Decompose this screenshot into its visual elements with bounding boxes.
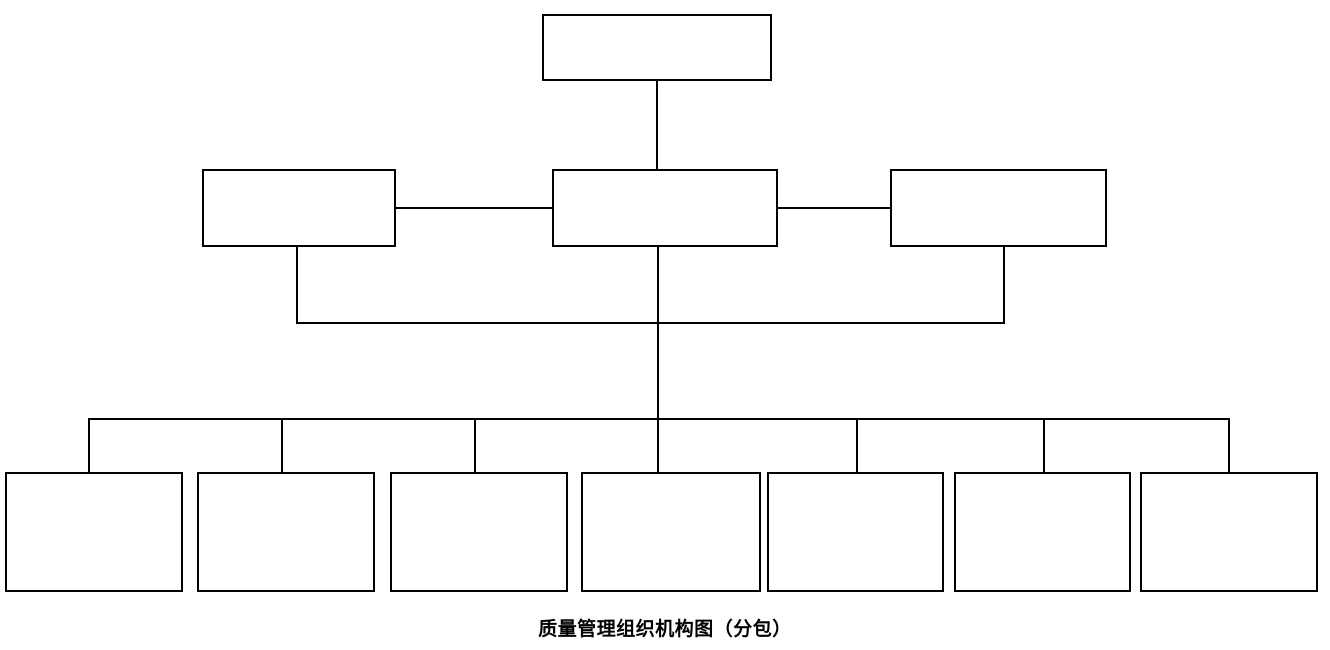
node-center[interactable] <box>552 169 778 247</box>
conn-drop-2 <box>281 418 283 473</box>
node-team-6[interactable] <box>954 472 1131 592</box>
conn-left-drop <box>296 247 298 324</box>
conn-center-to-right <box>778 207 891 209</box>
conn-drop-5 <box>856 418 858 473</box>
node-team-4[interactable] <box>581 472 761 592</box>
conn-drop-7 <box>1228 418 1230 473</box>
node-right[interactable] <box>890 169 1107 247</box>
conn-right-drop <box>1003 247 1005 324</box>
node-team-3[interactable] <box>390 472 568 592</box>
conn-drop-1 <box>88 418 90 473</box>
conn-drop-3 <box>474 418 476 473</box>
conn-drop-6 <box>1043 418 1045 473</box>
chart-caption: 质量管理组织机构图（分包） <box>538 619 792 640</box>
node-team-1[interactable] <box>5 472 183 592</box>
node-team-2[interactable] <box>197 472 375 592</box>
conn-bracket-bar <box>296 322 1005 324</box>
node-top[interactable] <box>542 14 772 81</box>
conn-distribution-bar <box>88 418 1230 420</box>
conn-center-to-left <box>396 207 553 209</box>
conn-top-to-center <box>656 81 658 170</box>
node-team-7[interactable] <box>1140 472 1318 592</box>
node-team-5[interactable] <box>767 472 944 592</box>
conn-center-spine <box>657 247 659 473</box>
node-left[interactable] <box>202 169 396 247</box>
